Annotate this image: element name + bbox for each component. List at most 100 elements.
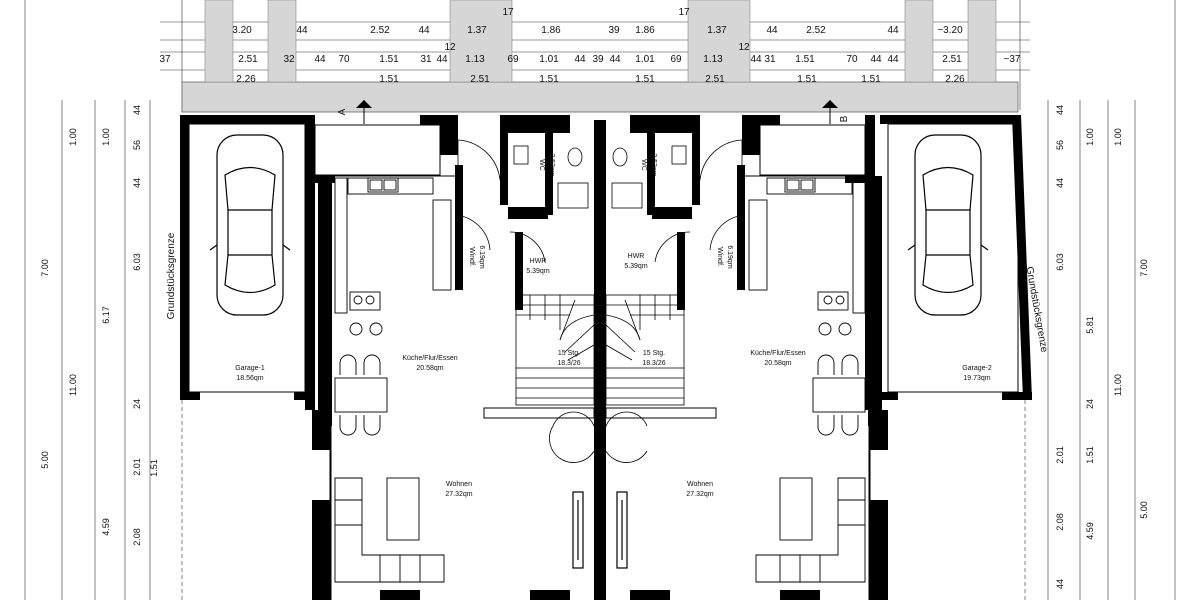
- dimension-label: 70: [338, 54, 350, 65]
- room-label: 15 Stg.: [558, 350, 580, 357]
- door-swings: [454, 139, 746, 463]
- dimension-label: ~3.20: [937, 25, 963, 36]
- staircase-left: [515, 294, 595, 406]
- dimension-label: 12: [444, 42, 456, 53]
- dimension-label: 2.26: [945, 74, 965, 85]
- dimension-label: 2.08: [132, 528, 142, 546]
- room-label: Wohnen: [687, 481, 713, 488]
- dimension-label: 1.00: [1085, 128, 1095, 146]
- room-label: 5.39qm: [526, 268, 550, 275]
- boundary-label: Grundstücksgrenze: [166, 232, 177, 319]
- dimension-label: 44: [132, 105, 142, 115]
- dimension-label: 44: [870, 54, 882, 65]
- dimension-label: 6.03: [1055, 253, 1065, 271]
- dimension-label: 1.13: [465, 54, 485, 65]
- terrace-strip: [181, 0, 1019, 113]
- dining-table-right: [812, 354, 866, 436]
- dimension-label: 32: [283, 54, 295, 65]
- dimension-label: 44: [1055, 178, 1065, 188]
- dimension-label: 44: [750, 54, 762, 65]
- section-marker-b: [822, 100, 838, 124]
- dimension-label: 2.51: [942, 54, 962, 65]
- dimension-label: 44: [418, 25, 430, 36]
- dimension-lines: [24, 0, 1176, 600]
- room-label: 18.3/26: [557, 360, 580, 367]
- dimension-label: 7.00: [40, 259, 50, 277]
- dimension-label: 6.17: [101, 306, 111, 324]
- walls: [180, 115, 1032, 600]
- dimension-label: 2.51: [705, 74, 725, 85]
- dimension-label: 70: [846, 54, 858, 65]
- dining-table-left: [334, 354, 388, 436]
- dimension-label: 2.51: [470, 74, 490, 85]
- dimension-label: 2.01: [132, 458, 142, 476]
- dimension-label: 44: [314, 54, 326, 65]
- dimension-label: 39: [592, 54, 604, 65]
- dimension-label: 1.51: [1085, 446, 1095, 464]
- dimension-label: 1.01: [635, 54, 655, 65]
- dimension-label: 2.08: [1055, 513, 1065, 531]
- dimension-label: 1.51: [861, 74, 881, 85]
- dimension-label: 1.51: [795, 54, 815, 65]
- dimension-label: 1.51: [149, 459, 159, 477]
- dimension-label: 44: [887, 54, 899, 65]
- dimension-label: 1.51: [635, 74, 655, 85]
- dimension-label: 24: [132, 399, 142, 409]
- dimension-label: 5.00: [40, 451, 50, 469]
- room-label: 20.58qm: [416, 365, 443, 372]
- section-marker-a: [356, 100, 372, 124]
- room-label: 27.32qm: [445, 491, 472, 498]
- kitchen-counter-left: [334, 177, 452, 336]
- dimension-label: 1.51: [379, 74, 399, 85]
- dimension-label: 6.03: [132, 253, 142, 271]
- room-label: Garage-2: [962, 365, 992, 372]
- dimension-label: 44: [1055, 105, 1065, 115]
- section-label: B: [839, 115, 850, 122]
- dimension-label: ~37: [1004, 54, 1021, 65]
- dimension-label: 44: [766, 25, 778, 36]
- room-label: HWR: [628, 253, 645, 260]
- dimension-label: 1.86: [635, 25, 655, 36]
- dimension-label: 1.00: [1113, 128, 1123, 146]
- dimension-label: 2.52: [806, 25, 826, 36]
- dimension-label: 69: [670, 54, 682, 65]
- dimension-label: 5.81: [1085, 316, 1095, 334]
- dimension-label: 2.26: [236, 74, 256, 85]
- room-label: Windf.: [468, 247, 475, 267]
- room-label: WC: [640, 159, 647, 171]
- dimension-label: 1.00: [68, 128, 78, 146]
- dimension-label: 4.59: [101, 518, 111, 536]
- dimension-label: 56: [132, 140, 142, 150]
- dimension-label: 44: [132, 178, 142, 188]
- dimension-label: 69: [507, 54, 519, 65]
- room-label: Wohnen: [446, 481, 472, 488]
- room-label: 5.39qm: [624, 263, 648, 270]
- room-label: 20.58qm: [764, 360, 791, 367]
- dimension-label: 24: [1085, 399, 1095, 409]
- car-icon-right: [907, 134, 989, 316]
- kitchen-counter-right: [748, 177, 866, 336]
- dimension-label: 56: [1055, 140, 1065, 150]
- room-label: 3.53qm: [650, 153, 657, 177]
- dimension-label: 7.00: [1139, 259, 1149, 277]
- room-label: 15 Stg.: [643, 350, 665, 357]
- dimension-label: 44: [574, 54, 586, 65]
- dimension-label: 2.01: [1055, 446, 1065, 464]
- dimension-label: 39: [608, 25, 620, 36]
- dimension-label: 1.13: [703, 54, 723, 65]
- staircase-right: [605, 294, 685, 406]
- dimension-label: 31: [764, 54, 776, 65]
- dimension-label: 44: [1055, 579, 1065, 589]
- dimension-label: 44: [609, 54, 621, 65]
- car-icon-left: [209, 134, 291, 316]
- dimension-label: 12: [738, 42, 750, 53]
- room-label: WC: [538, 159, 545, 171]
- dimension-label: 44: [887, 25, 899, 36]
- room-label: Küche/Flur/Essen: [750, 350, 805, 357]
- dimension-label: 2.52: [370, 25, 390, 36]
- dimension-label: 3.20: [232, 25, 252, 36]
- room-outlines: [188, 123, 1019, 600]
- room-label: Windf.: [716, 247, 723, 267]
- sofa-left: [334, 477, 445, 583]
